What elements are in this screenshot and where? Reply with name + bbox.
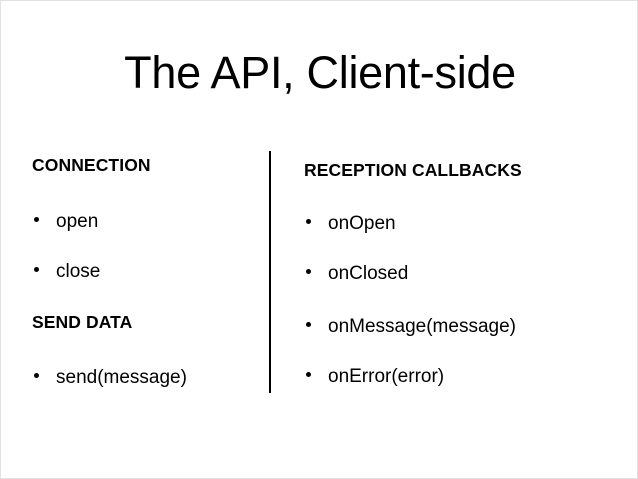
left-column: CONNECTION open close SEND DATA send(mes…	[32, 1, 257, 478]
section-header-connection: CONNECTION	[32, 155, 151, 175]
bullet-dot-icon	[34, 217, 39, 222]
list-item-label: onMessage(message)	[328, 316, 516, 337]
list-item-label: onError(error)	[328, 366, 445, 387]
section-header-reception-callbacks: RECEPTION CALLBACKS	[304, 160, 522, 180]
list-item: open	[34, 210, 98, 233]
section-header-send-data: SEND DATA	[32, 312, 133, 332]
column-divider	[269, 151, 271, 393]
bullet-dot-icon	[34, 373, 39, 378]
list-item: onClosed	[306, 262, 408, 285]
bullet-dot-icon	[34, 267, 39, 272]
right-column: RECEPTION CALLBACKS onOpen onClosed onMe…	[304, 1, 624, 478]
list-item: send(message)	[34, 366, 187, 389]
list-item: onMessage(message)	[306, 315, 516, 338]
list-item-label: onClosed	[328, 263, 409, 284]
bullet-dot-icon	[306, 372, 311, 377]
list-item-label: open	[56, 211, 99, 232]
list-item: onOpen	[306, 212, 396, 235]
bullet-dot-icon	[306, 269, 311, 274]
list-item-label: onOpen	[328, 213, 396, 234]
list-item: close	[34, 260, 100, 283]
list-item-label: close	[56, 261, 101, 282]
list-item: onError(error)	[306, 365, 444, 388]
page-title: The API, Client-side	[124, 47, 516, 98]
bullet-dot-icon	[306, 322, 311, 327]
list-item-label: send(message)	[56, 367, 187, 388]
bullet-dot-icon	[306, 219, 311, 224]
